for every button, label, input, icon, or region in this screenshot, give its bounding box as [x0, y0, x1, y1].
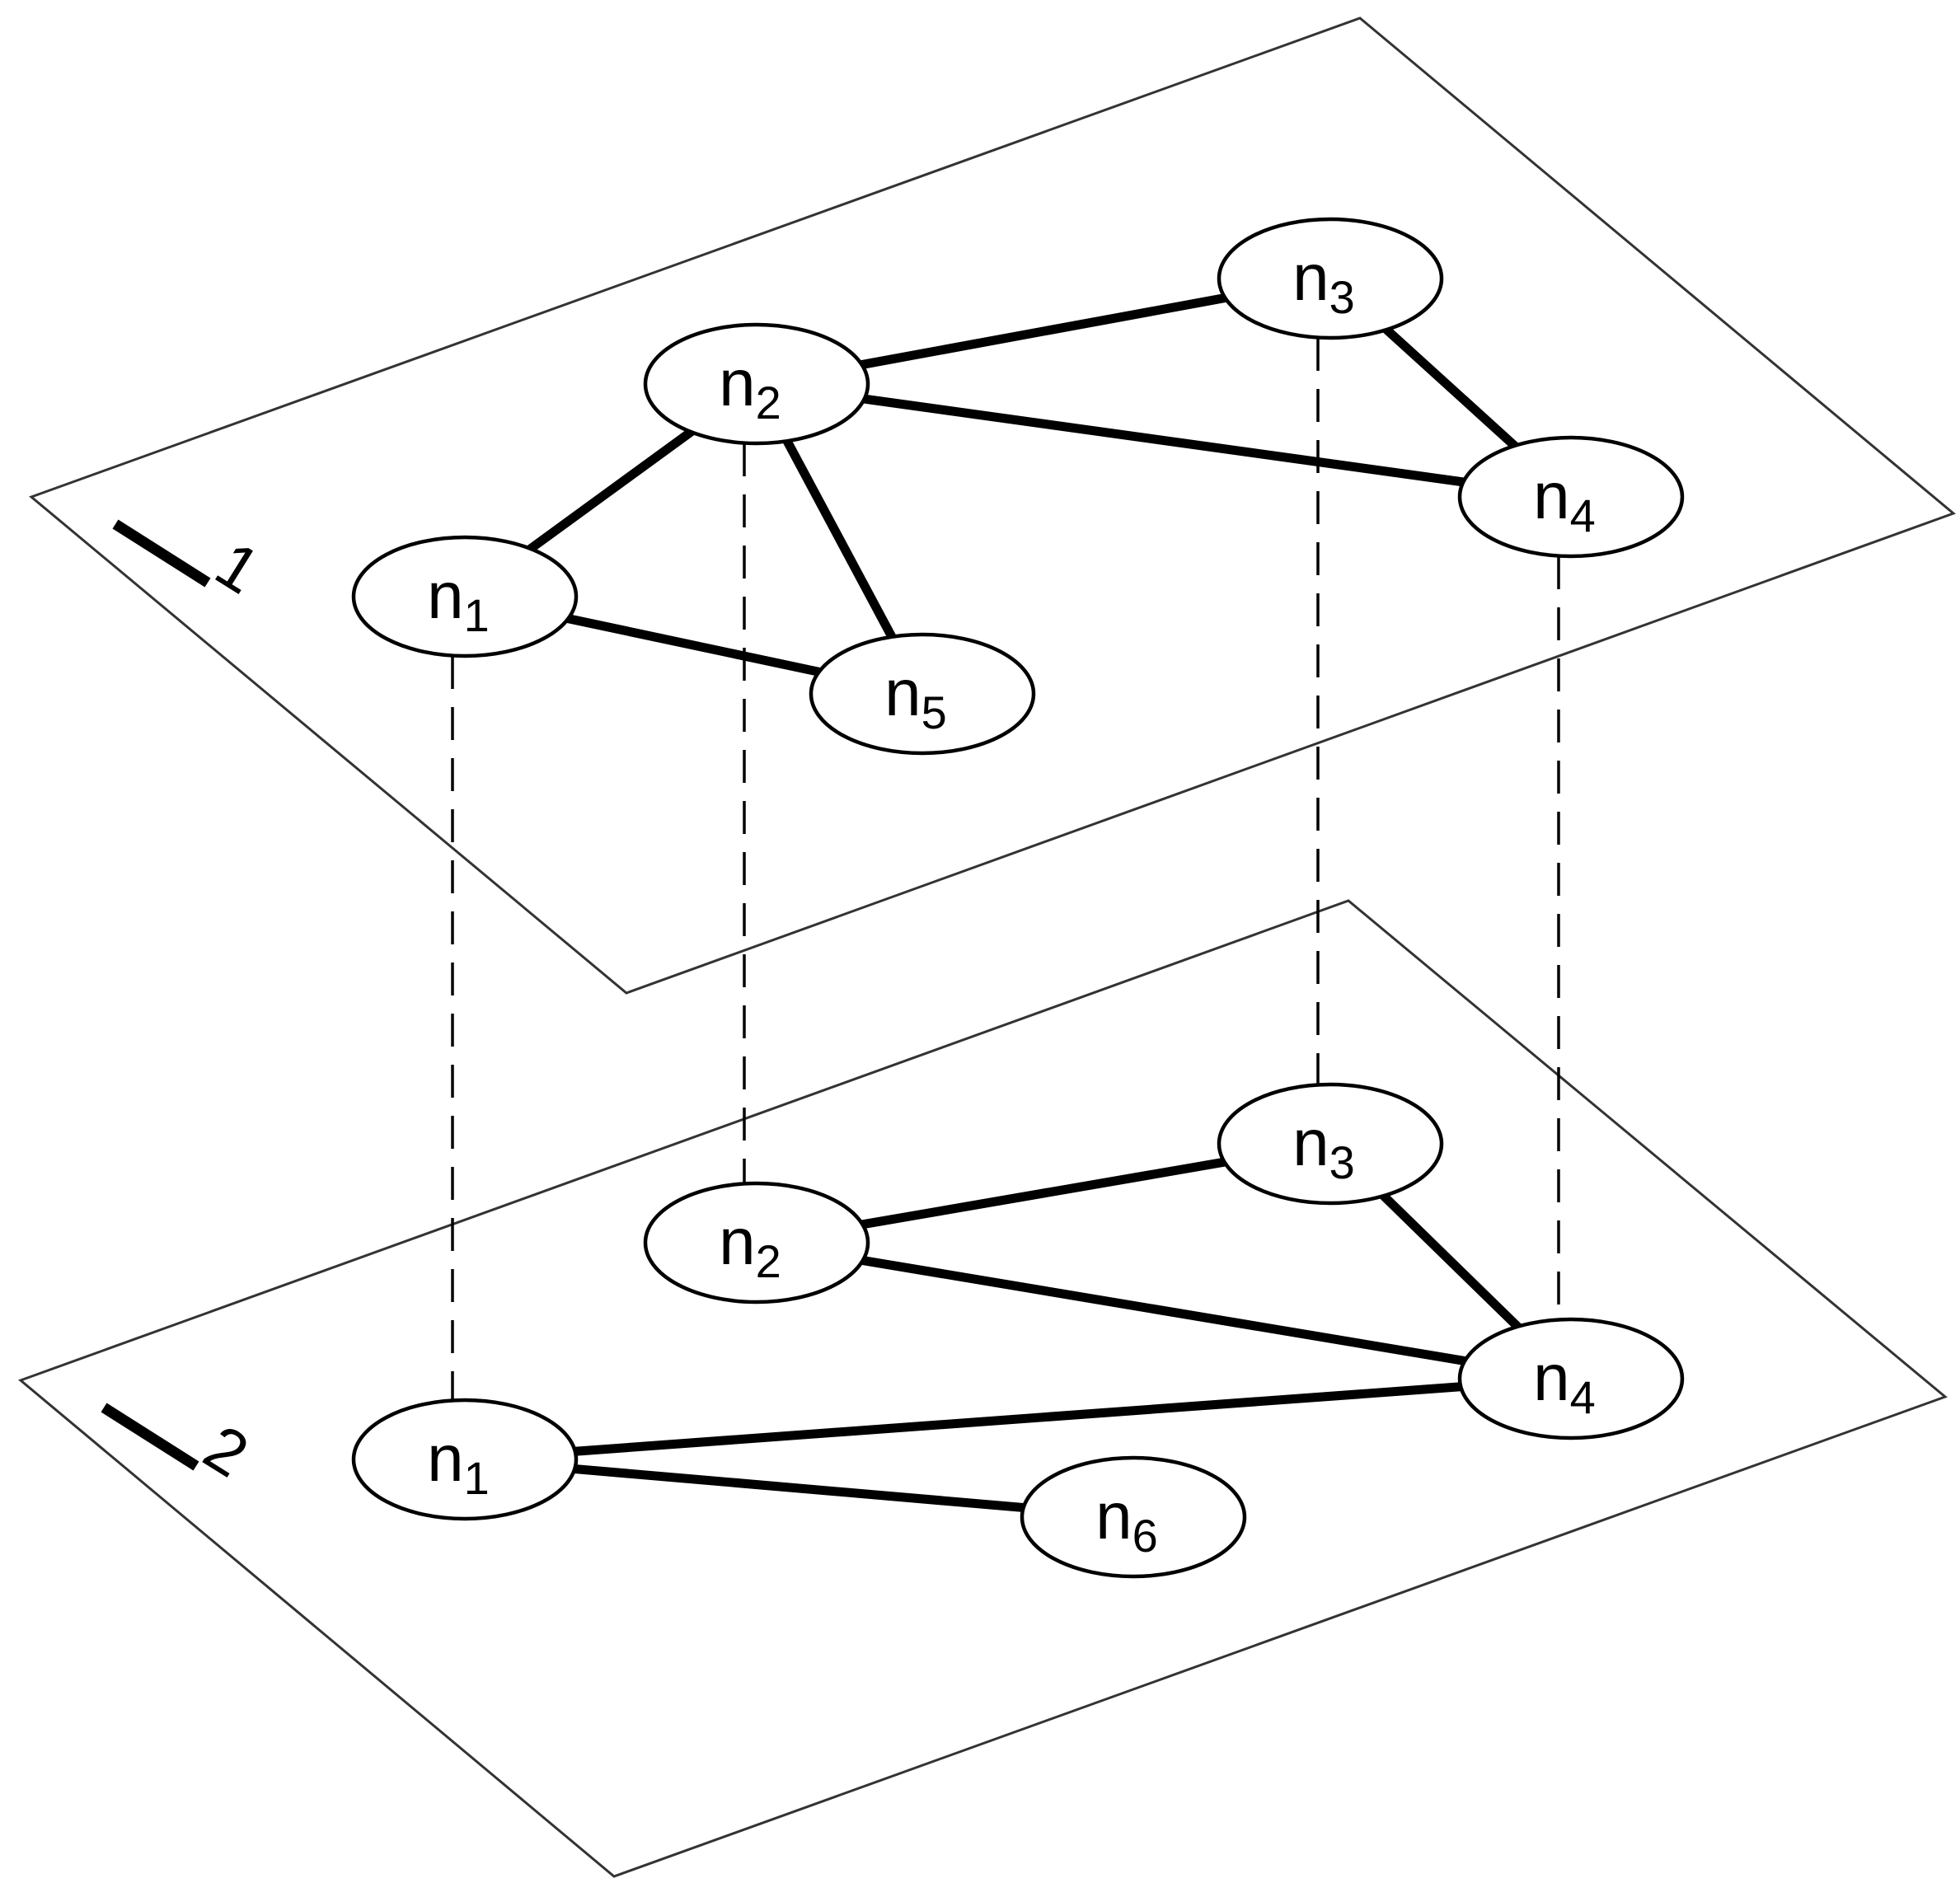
- layer-2-label: 2: [101, 1403, 260, 1492]
- node-label: n4: [1533, 459, 1596, 541]
- node-ellipse: [1020, 1455, 1247, 1579]
- node-l1-n5[interactable]: n5: [809, 632, 1036, 756]
- node-l1-n2[interactable]: n2: [643, 322, 870, 446]
- node-ellipse: [643, 322, 870, 446]
- edge-l1-n2-n4: [756, 379, 1572, 502]
- node-label: n6: [1095, 1479, 1158, 1562]
- node-label-base: n: [1533, 459, 1570, 532]
- node-ellipse: [1457, 1317, 1685, 1440]
- interlayer-links: [451, 338, 1560, 1400]
- edge-l2-n2-n4: [756, 1238, 1572, 1384]
- node-l2-n4[interactable]: n4: [1457, 1317, 1685, 1440]
- node-l1-n4[interactable]: n4: [1457, 435, 1685, 559]
- node-label-sub: 3: [1329, 271, 1355, 323]
- layer-1-label: 1: [112, 519, 272, 608]
- node-l2-n2[interactable]: n2: [643, 1181, 870, 1305]
- node-label-sub: 2: [756, 377, 781, 429]
- node-label-base: n: [1292, 241, 1329, 314]
- node-label-base: n: [427, 559, 464, 632]
- node-label: n1: [427, 559, 490, 641]
- node-label-base: n: [1292, 1106, 1329, 1179]
- node-ellipse: [351, 535, 579, 658]
- node-l1-n1[interactable]: n1: [351, 535, 579, 658]
- node-label: n3: [1292, 1106, 1355, 1188]
- layer-2-edges: [464, 1139, 1574, 1522]
- node-label: n2: [719, 1205, 781, 1287]
- node-l2-n6[interactable]: n6: [1020, 1455, 1247, 1579]
- node-ellipse: [809, 632, 1036, 756]
- node-label: n3: [1292, 241, 1355, 323]
- node-label-base: n: [719, 1205, 756, 1278]
- node-l2-n3[interactable]: n3: [1217, 1082, 1444, 1206]
- node-label-sub: 5: [921, 686, 947, 738]
- node-label-sub: 3: [1329, 1136, 1355, 1188]
- node-label-sub: 2: [756, 1235, 781, 1287]
- node-label-base: n: [1095, 1479, 1132, 1553]
- node-label-sub: 4: [1570, 489, 1596, 541]
- node-ellipse: [1217, 1082, 1444, 1206]
- layer-1-plane: [29, 16, 1956, 995]
- edge-l2-n1-n4: [464, 1374, 1572, 1464]
- node-label: n2: [719, 346, 781, 429]
- node-label-sub: 1: [464, 1452, 490, 1504]
- layer-1-edges: [462, 274, 1574, 699]
- node-ellipse: [643, 1181, 870, 1305]
- node-label-sub: 1: [464, 589, 490, 641]
- layer-1-label-sub: 1: [204, 527, 272, 608]
- node-l2-n1[interactable]: n1: [351, 1398, 579, 1521]
- node-label-base: n: [719, 346, 756, 419]
- layer-2-plane: [18, 899, 1948, 1878]
- node-label: n5: [884, 656, 947, 738]
- node-ellipse: [1217, 217, 1444, 340]
- node-label: n1: [427, 1422, 490, 1504]
- node-label: n4: [1533, 1341, 1596, 1423]
- node-l1-n3[interactable]: n3: [1217, 217, 1444, 340]
- node-label-sub: 4: [1570, 1371, 1596, 1423]
- layer-2-label-sub: 2: [192, 1411, 260, 1492]
- node-ellipse: [351, 1398, 579, 1521]
- node-label-base: n: [427, 1422, 464, 1495]
- node-ellipse: [1457, 435, 1685, 559]
- node-label-sub: 6: [1132, 1510, 1158, 1562]
- node-label-base: n: [884, 656, 921, 729]
- node-label-base: n: [1533, 1341, 1570, 1414]
